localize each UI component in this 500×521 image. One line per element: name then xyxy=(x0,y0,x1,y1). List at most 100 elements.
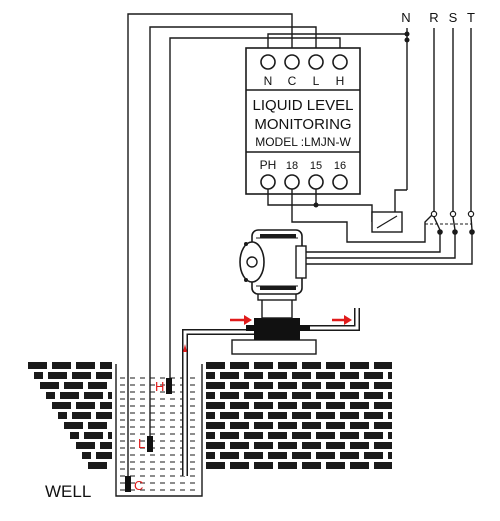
phase-label-n: N xyxy=(401,10,410,25)
terminal-l xyxy=(308,54,324,70)
brick xyxy=(206,402,225,409)
brick xyxy=(72,412,91,419)
flow-arrow-icon xyxy=(230,315,252,325)
terminal-18 xyxy=(284,174,300,190)
brick xyxy=(70,432,79,439)
brick xyxy=(340,412,359,419)
brick xyxy=(244,432,263,439)
brick xyxy=(88,462,107,469)
brick xyxy=(100,402,112,409)
brick xyxy=(244,452,263,459)
brick xyxy=(100,442,112,449)
brick xyxy=(100,362,112,369)
brick xyxy=(206,372,215,379)
terminal-label-18: 18 xyxy=(286,160,298,172)
terminal-n xyxy=(260,54,276,70)
brick xyxy=(316,372,335,379)
relay-model: MODEL :LMJN-W xyxy=(255,135,351,149)
brick xyxy=(108,432,112,439)
brick xyxy=(108,392,112,399)
brick xyxy=(326,462,345,469)
brick-wall-right xyxy=(206,362,392,469)
terminal-label-h: H xyxy=(336,74,345,88)
brick xyxy=(326,382,345,389)
brick xyxy=(40,382,59,389)
brick xyxy=(350,462,369,469)
brick xyxy=(230,442,249,449)
brick xyxy=(220,412,239,419)
probe-label-low: L xyxy=(138,436,145,451)
brick xyxy=(244,412,263,419)
brick xyxy=(340,432,359,439)
brick xyxy=(374,462,392,469)
brick xyxy=(292,452,311,459)
brick xyxy=(326,422,345,429)
brick xyxy=(230,362,249,369)
brick xyxy=(96,412,112,419)
phase-label-t: T xyxy=(467,10,475,25)
brick xyxy=(84,432,103,439)
brick xyxy=(220,392,239,399)
probe-low-electrode xyxy=(147,436,153,452)
pump-volute xyxy=(254,318,300,340)
brick xyxy=(64,422,83,429)
brick xyxy=(220,432,239,439)
brick xyxy=(76,362,95,369)
probe-wires xyxy=(127,13,407,488)
brick xyxy=(316,452,335,459)
terminal-h xyxy=(332,54,348,70)
brick xyxy=(206,412,215,419)
brick xyxy=(220,372,239,379)
relay-title-line1: LIQUID LEVEL xyxy=(253,97,354,114)
terminal-label-l: L xyxy=(313,74,320,88)
motor-cables xyxy=(306,232,473,265)
liquid-level-relay: N C L H LIQUID LEVEL MONITORING MODEL :L… xyxy=(245,47,361,195)
brick xyxy=(230,382,249,389)
brick xyxy=(64,382,83,389)
brick xyxy=(388,392,392,399)
brick xyxy=(278,422,297,429)
pump-inlet-flange xyxy=(246,325,256,331)
brick xyxy=(302,402,321,409)
brick xyxy=(206,442,225,449)
terminal-16 xyxy=(332,174,348,190)
brick xyxy=(88,382,107,389)
terminal-ph xyxy=(260,174,276,190)
brick xyxy=(292,372,311,379)
brick xyxy=(278,402,297,409)
pump-base xyxy=(231,339,317,355)
brick xyxy=(84,392,103,399)
brick xyxy=(364,392,383,399)
brick xyxy=(96,452,112,459)
brick-wall-left xyxy=(28,362,112,469)
brick xyxy=(268,452,287,459)
phase-label-s: S xyxy=(449,10,458,25)
terminal-label-c: C xyxy=(288,74,297,88)
brick xyxy=(206,422,225,429)
brick xyxy=(350,402,369,409)
brick xyxy=(340,392,359,399)
brick xyxy=(364,452,383,459)
phase-label-r: R xyxy=(429,10,438,25)
pump-outlet-flange xyxy=(300,325,310,331)
brick xyxy=(254,402,273,409)
brick xyxy=(364,432,383,439)
brick xyxy=(206,382,225,389)
flow-arrow-icon xyxy=(332,315,352,325)
brick xyxy=(96,372,112,379)
brick xyxy=(388,372,392,379)
brick xyxy=(388,432,392,439)
brick xyxy=(230,462,249,469)
brick xyxy=(388,412,392,419)
brick xyxy=(206,452,215,459)
terminal-label-15: 15 xyxy=(310,160,322,172)
brick xyxy=(76,442,95,449)
well-label: WELL xyxy=(45,482,91,501)
brick xyxy=(220,452,239,459)
brick xyxy=(316,412,335,419)
brick xyxy=(350,362,369,369)
brick xyxy=(28,362,47,369)
brick xyxy=(292,432,311,439)
brick xyxy=(206,362,225,369)
